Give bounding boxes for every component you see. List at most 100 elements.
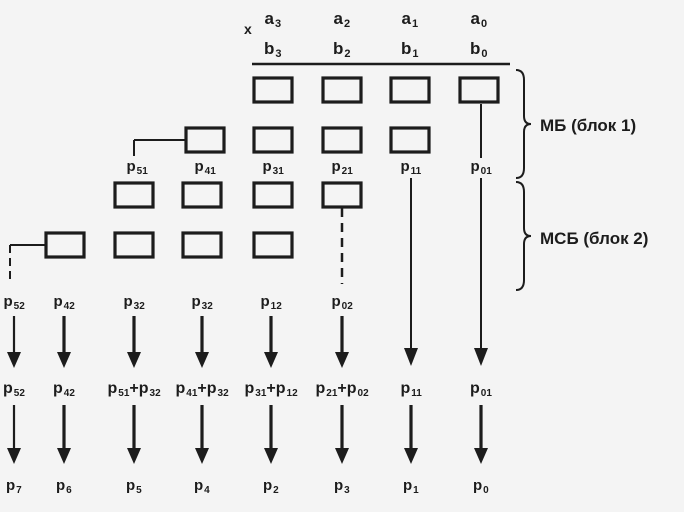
sum-label-term-0: p11 [401,380,422,399]
multiplier-bit-term: b1 [401,39,419,60]
result-arrow-head [195,448,209,464]
block2-row2-cell [181,231,223,259]
sum-label-term-0-base: p [244,380,255,397]
stage1-output-label-term: p32 [192,293,213,312]
stage1-output-label-term-base: p [53,293,63,310]
result-bit-label: p3 [334,478,350,496]
multiply-operator: x [244,21,252,37]
multiplier-bit-term: b2 [333,39,351,60]
block1-brace [515,69,532,179]
block1-output-label: p31 [263,159,284,177]
sum-label-term-0-subscript: 52 [13,388,25,399]
block1-output-label-term: p11 [400,158,422,177]
result-bit-label-term: p2 [263,477,279,496]
multiplier-bit: b3 [264,40,282,60]
stage1-output-label-term-subscript: 32 [201,301,213,312]
block2-row2-cell [252,231,294,259]
block2-row1-cell [181,181,223,209]
stage1-output-label: p52 [4,294,25,312]
multiplicand-bit-term-subscript: 0 [480,18,488,30]
block1-row1-cell [458,76,500,104]
block1-output-label-term-base: p [331,158,341,175]
block1-output-label: p41 [195,159,216,177]
sum-label-term-1-base: p [206,380,217,397]
sum-label: p11 [401,381,422,399]
result-bit-label-term: p5 [126,477,142,496]
result-arrow-head [264,448,278,464]
stage1-output-label-term-subscript: 32 [133,301,145,312]
block1-output-label-term: p41 [195,158,216,177]
stage-arrow-head [335,352,349,368]
block1-row2-cell [184,126,226,154]
result-arrow-head [474,448,488,464]
sum-label-term-1-base: p [275,380,286,397]
sum-label-term-0: p31 [244,380,267,399]
plus-sign: + [197,380,207,397]
sum-label: p51+p32 [108,381,161,399]
result-arrow-head [7,448,21,464]
result-bit-label-term-subscript: 6 [66,485,72,496]
stage1-output-label-term-base: p [3,293,13,310]
result-bit-label-term-base: p [473,477,483,494]
block1-output-label: p51 [127,159,148,177]
sum-label-term-0-subscript: 31 [255,388,267,399]
stage1-output-label-term-base: p [331,293,341,310]
stage1-output-label-term: p12 [261,293,282,312]
result-bit-label-term-subscript: 7 [16,485,22,496]
result-bit-label-term-base: p [194,477,204,494]
sum-label-term-0-subscript: 11 [411,388,422,399]
sum-label-term-1: p12 [275,380,298,399]
result-arrow-head [57,448,71,464]
sum-label-term-0-subscript: 51 [118,388,130,399]
multiplicand-bit: a3 [265,10,282,30]
multiplicand-bit-term: a1 [402,9,419,30]
sum-label-term-0-base: p [175,380,186,397]
result-arrow-head [127,448,141,464]
block2-brace [515,181,532,291]
sum-label: p52 [3,381,25,399]
stage-arrow-head [7,352,21,368]
result-bit-label-term: p7 [6,477,22,496]
block2-row2-cell [113,231,155,259]
sum-label-term-0-subscript: 41 [186,388,198,399]
multiplicand-bit-term-subscript: 3 [274,18,282,30]
sum-label-term-0: p01 [470,380,492,399]
multiplicand-bit-term-subscript: 2 [343,18,351,30]
result-bit-label-term-subscript: 4 [204,485,210,496]
sum-label-term-0-subscript: 01 [480,388,492,399]
multiplicand-bit: a0 [471,10,488,30]
stage1-output-label-term-subscript: 12 [270,301,282,312]
stage1-output-label-term-subscript: 52 [13,301,25,312]
result-bit-label: p5 [126,478,142,496]
sum-label-term-1-subscript: 12 [286,388,298,399]
stage1-output-label-term: p02 [331,293,353,312]
block1-output-label-term-base: p [126,158,136,175]
result-bit-label: p7 [6,478,22,496]
multiplicand-bit: a2 [334,10,351,30]
block1-output-label-term-base: p [400,158,410,175]
result-bit-label-term-base: p [403,477,413,494]
stage-arrow-head [57,352,71,368]
stage-arrow-head [195,352,209,368]
block1-label: МБ (блок 1) [540,116,637,135]
block1-row2-cell [321,126,363,154]
sum-label-term-1-subscript: 32 [149,388,161,399]
block1-output-label-term-subscript: 21 [341,166,353,177]
plus-sign: + [266,380,276,397]
sum-label-term-0-subscript: 21 [326,388,338,399]
result-bit-label-term: p1 [403,477,419,496]
block1-row1-cell [321,76,363,104]
multiplier-bit-term: b0 [470,39,488,60]
multiplier-bit-term-subscript: 0 [481,48,488,60]
multiplier-bit: b0 [470,40,488,60]
sum-label-term-0-base: p [470,380,480,397]
result-bit-label-term-subscript: 3 [344,485,350,496]
result-bit-label-term-base: p [126,477,136,494]
multiplicand-bit: a1 [402,10,419,30]
result-bit-label: p4 [194,478,210,496]
multiplier-bit-term-subscript: 3 [275,48,282,60]
result-bit-label-term: p6 [56,477,72,496]
block1-row1-cell [252,76,294,104]
sum-label-term-0-base: p [53,380,63,397]
